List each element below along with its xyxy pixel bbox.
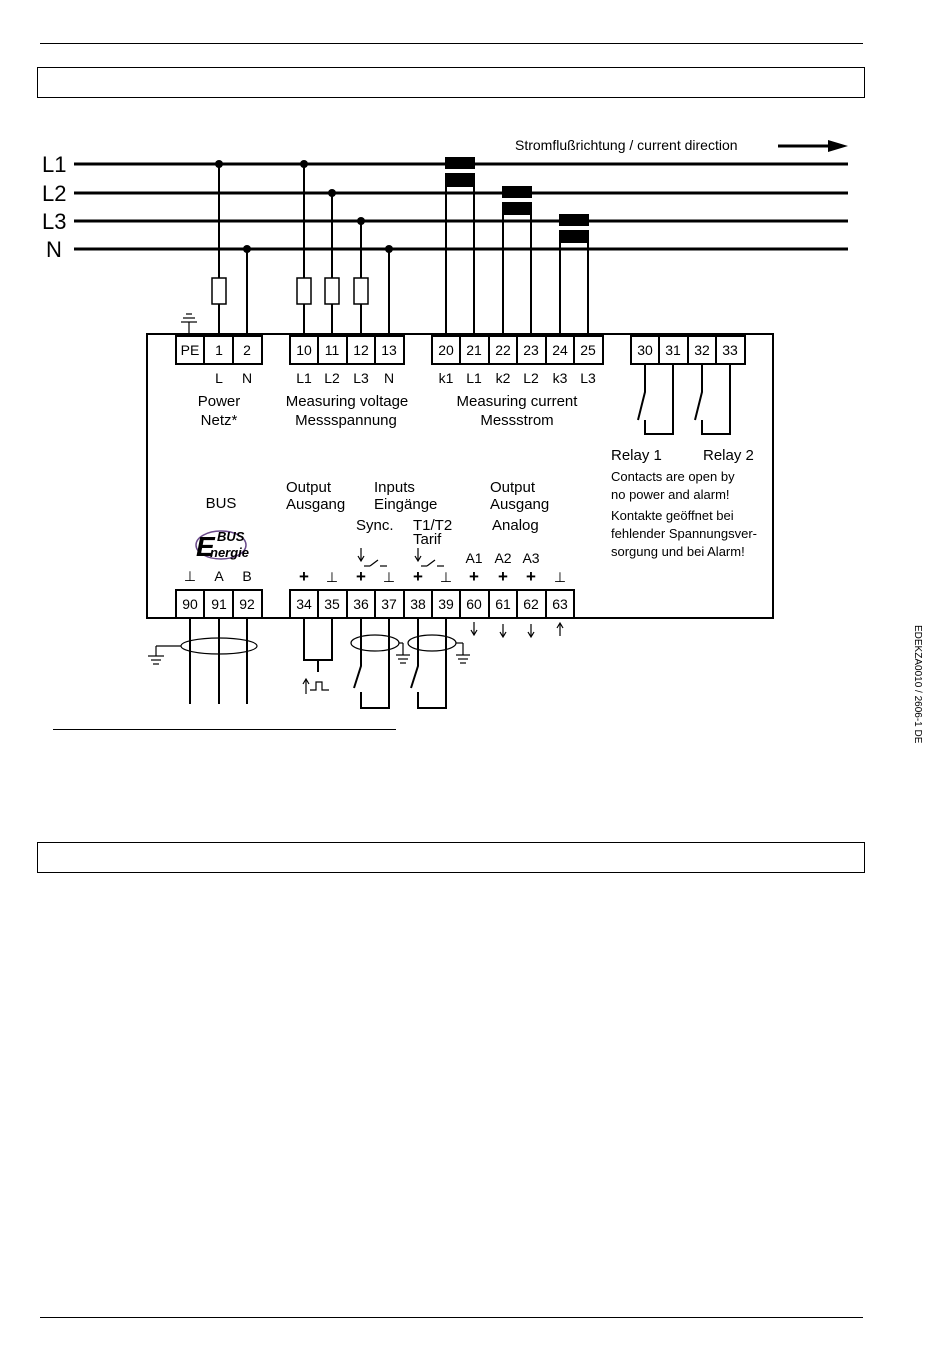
terminal-10: 10 xyxy=(296,342,312,358)
output2-label-en: Output xyxy=(490,479,536,496)
relay-note-de-2: fehlender Spannungsver- xyxy=(611,526,757,541)
bus-label: BUS xyxy=(206,495,237,512)
terminal-30: 30 xyxy=(637,342,653,358)
line-label-l2: L2 xyxy=(42,181,66,206)
line-label-l1: L1 xyxy=(42,152,66,177)
sub-label-k3: k3 xyxy=(553,370,568,386)
separator-rule xyxy=(53,729,396,730)
sub-label-l: L xyxy=(215,370,223,386)
terminal-2: 2 xyxy=(243,342,251,358)
terminal-39: 39 xyxy=(438,596,454,612)
terminal-25: 25 xyxy=(580,342,596,358)
sub-label-v-l3: L3 xyxy=(353,370,369,386)
polarity-35: ⊥ xyxy=(326,569,338,585)
line-label-n: N xyxy=(46,237,62,262)
output1-label-en: Output xyxy=(286,479,332,496)
terminal-61: 61 xyxy=(495,596,511,612)
bus-sub-a: A xyxy=(214,568,224,584)
output2-label-de: Ausgang xyxy=(490,496,549,513)
polarity-62: + xyxy=(526,567,536,586)
current-label-en: Measuring current xyxy=(457,393,579,410)
polarity-60: + xyxy=(469,567,479,586)
terminal-21: 21 xyxy=(466,342,482,358)
analog-a2: A2 xyxy=(494,550,511,566)
document-code-text: EDEKZA0010 / 2606-1 DE xyxy=(912,625,923,744)
terminal-35: 35 xyxy=(324,596,340,612)
terminal-12: 12 xyxy=(353,342,369,358)
inputs-label-en: Inputs xyxy=(374,479,415,496)
line-label-l3: L3 xyxy=(42,209,66,234)
relay-note-de-3: sorgung und bei Alarm! xyxy=(611,544,745,559)
direction-label: Stromflußrichtung / current direction xyxy=(515,137,738,153)
polarity-37: ⊥ xyxy=(383,569,395,585)
logo-line1: BUS xyxy=(217,529,245,544)
sub-label-k1: k1 xyxy=(439,370,454,386)
sub-label-k2: k2 xyxy=(496,370,511,386)
ebus-logo: E BUS nergie xyxy=(195,529,249,562)
power-label-de: Netz* xyxy=(201,412,238,429)
section-header-top xyxy=(37,67,865,98)
sub-label-n: N xyxy=(242,370,252,386)
terminal-32: 32 xyxy=(694,342,710,358)
terminal-34: 34 xyxy=(296,596,312,612)
terminal-92: 92 xyxy=(239,596,255,612)
terminal-90: 90 xyxy=(182,596,198,612)
polarity-61: + xyxy=(498,567,508,586)
terminal-24: 24 xyxy=(552,342,568,358)
sub-label-c-l3: L3 xyxy=(580,370,596,386)
polarity-38: + xyxy=(413,567,423,586)
analog-label: Analog xyxy=(492,517,539,534)
bottom-rule xyxy=(40,1317,863,1318)
terminal-91: 91 xyxy=(211,596,227,612)
relay-note-de-1: Kontakte geöffnet bei xyxy=(611,508,734,523)
logo-line2: nergie xyxy=(210,545,249,560)
terminal-33: 33 xyxy=(722,342,738,358)
current-label-de: Messstrom xyxy=(480,412,553,429)
polarity-34: + xyxy=(299,567,309,586)
terminal-11: 11 xyxy=(325,342,340,358)
top-rule xyxy=(40,43,863,44)
output1-label-de: Ausgang xyxy=(286,496,345,513)
tarif-label-2: Tarif xyxy=(413,531,442,548)
logo-letter: E xyxy=(196,531,216,562)
relay1-label: Relay 1 xyxy=(611,447,662,464)
sub-label-v-n: N xyxy=(384,370,394,386)
polarity-63: ⊥ xyxy=(554,569,566,585)
terminal-62: 62 xyxy=(523,596,539,612)
terminal-13: 13 xyxy=(381,342,397,358)
analog-a1: A1 xyxy=(465,550,482,566)
sub-label-c-l1: L1 xyxy=(466,370,482,386)
sub-label-c-l2: L2 xyxy=(523,370,539,386)
voltage-label-en: Measuring voltage xyxy=(286,393,409,410)
document-code: EDEKZA0010 / 2606-1 DE xyxy=(912,625,942,745)
sub-label-v-l2: L2 xyxy=(324,370,340,386)
relay-note-en-1: Contacts are open by xyxy=(611,469,735,484)
bus-sub-b: B xyxy=(242,568,251,584)
section-header-bottom xyxy=(37,842,865,873)
terminal-1: 1 xyxy=(215,342,223,358)
terminal-23: 23 xyxy=(523,342,539,358)
analog-a3: A3 xyxy=(522,550,539,566)
terminal-20: 20 xyxy=(438,342,454,358)
sync-label: Sync. xyxy=(356,517,394,534)
polarity-39: ⊥ xyxy=(440,569,452,585)
bus-sub-ground: ⊥ xyxy=(184,568,196,584)
terminal-36: 36 xyxy=(353,596,369,612)
voltage-label-de: Messspannung xyxy=(295,412,397,429)
terminal-60: 60 xyxy=(466,596,482,612)
tarif-label-1: T1/T2 xyxy=(413,517,452,534)
polarity-36: + xyxy=(356,567,366,586)
power-label-en: Power xyxy=(198,393,241,410)
terminal-37: 37 xyxy=(381,596,397,612)
terminal-38: 38 xyxy=(410,596,426,612)
relay2-label: Relay 2 xyxy=(703,447,754,464)
terminal-63: 63 xyxy=(552,596,568,612)
terminal-31: 31 xyxy=(665,342,681,358)
terminal-pe: PE xyxy=(181,342,200,358)
relay-note-en-2: no power and alarm! xyxy=(611,487,730,502)
inputs-label-de: Eingänge xyxy=(374,496,437,513)
terminal-22: 22 xyxy=(495,342,511,358)
sub-label-v-l1: L1 xyxy=(296,370,312,386)
